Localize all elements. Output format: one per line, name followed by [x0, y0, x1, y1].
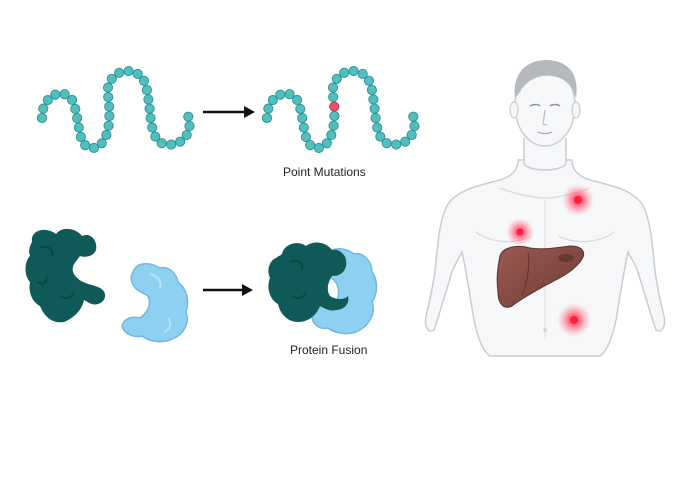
amino-acid-bead — [326, 129, 337, 141]
amino-acid-bead — [175, 136, 186, 147]
amino-acid-bead — [73, 122, 84, 133]
amino-acid-bead — [181, 129, 192, 141]
amino-acid-bead — [375, 131, 386, 142]
amino-acid-bead — [372, 122, 383, 133]
amino-acid-bead — [104, 110, 115, 122]
amino-acid-bead — [147, 122, 158, 133]
amino-acid-bead — [366, 84, 377, 96]
amino-acid-bead — [145, 113, 156, 124]
amino-acid-bead — [327, 82, 339, 93]
amino-acid-bead — [339, 67, 350, 78]
light-protein-icon — [121, 263, 189, 343]
amino-acid-bead — [381, 138, 392, 149]
amino-acid-bead — [329, 110, 340, 122]
amino-acid-bead — [103, 120, 114, 131]
amino-acid-bead — [50, 89, 61, 100]
amino-acid-bead — [138, 75, 150, 86]
amino-acid-bead — [70, 103, 81, 114]
amino-acid-bead — [67, 94, 78, 105]
amino-acid-bead — [72, 113, 83, 124]
amino-acid-bead — [408, 111, 419, 122]
amino-acid-bead — [123, 66, 134, 77]
amino-acid-bead — [391, 139, 402, 150]
amino-acid-bead — [400, 136, 411, 147]
amino-acid-bead — [284, 89, 295, 100]
amino-acid-bead — [263, 103, 274, 114]
amino-acid-bead — [88, 142, 99, 153]
amino-acid-bead — [370, 113, 381, 124]
amino-acid-bead — [297, 113, 308, 124]
amino-acid-bead — [295, 103, 306, 114]
amino-acid-bead — [184, 121, 195, 132]
amino-acid-bead — [331, 73, 342, 84]
amino-acid-bead — [328, 92, 339, 103]
point-mutations-label: Point Mutations — [283, 165, 366, 179]
dark-protein-icon — [25, 228, 106, 323]
amino-acid-bead — [406, 129, 417, 141]
amino-acid-bead — [321, 138, 332, 149]
tumor-hotspot — [562, 184, 594, 216]
amino-acid-bead — [363, 75, 375, 86]
amino-acid-bead — [267, 95, 278, 106]
tumor-hotspot — [506, 218, 534, 246]
amino-acid-bead — [59, 89, 70, 100]
amino-acid-bead — [143, 94, 154, 105]
amino-acid-bead — [101, 129, 112, 141]
amino-acid-bead — [313, 142, 324, 153]
amino-acid-bead — [42, 95, 53, 106]
amino-acid-bead — [106, 73, 117, 84]
amino-acid-bead — [36, 112, 48, 124]
arrow-right-icon — [203, 106, 255, 118]
amino-acid-bead — [183, 111, 194, 122]
amino-acid-bead — [141, 84, 152, 96]
amino-acid-bead — [75, 131, 86, 142]
amino-acid-chain-icon — [36, 66, 195, 153]
amino-acid-bead — [369, 103, 380, 114]
amino-acid-bead — [305, 140, 316, 151]
amino-acid-bead — [38, 103, 49, 114]
mutated-chain-icon — [261, 66, 420, 153]
amino-acid-bead — [368, 94, 379, 105]
amino-acid-bead — [298, 122, 309, 133]
amino-acid-bead — [114, 67, 125, 78]
amino-acid-bead — [409, 121, 420, 132]
amino-acid-bead — [348, 66, 359, 77]
amino-acid-bead — [300, 131, 311, 142]
amino-acid-bead — [156, 138, 167, 149]
amino-acid-bead — [96, 138, 107, 149]
amino-acid-bead — [103, 92, 114, 103]
tumor-hotspot — [557, 303, 591, 337]
fused-protein-icon — [268, 242, 378, 335]
amino-acid-bead — [166, 139, 177, 150]
amino-acid-bead — [357, 68, 368, 79]
mutated-bead — [329, 101, 340, 112]
amino-acid-bead — [80, 140, 91, 151]
amino-acid-bead — [132, 68, 143, 79]
human-torso-icon — [424, 60, 666, 357]
amino-acid-bead — [144, 103, 155, 114]
amino-acid-bead — [328, 120, 339, 131]
arrow-right-icon — [203, 284, 253, 296]
liver-icon — [496, 245, 585, 308]
amino-acid-bead — [292, 94, 303, 105]
amino-acid-bead — [104, 101, 115, 112]
amino-acid-bead — [150, 131, 161, 142]
amino-acid-bead — [102, 82, 114, 93]
amino-acid-bead — [275, 89, 286, 100]
amino-acid-bead — [261, 112, 273, 124]
protein-fusion-label: Protein Fusion — [290, 343, 368, 357]
